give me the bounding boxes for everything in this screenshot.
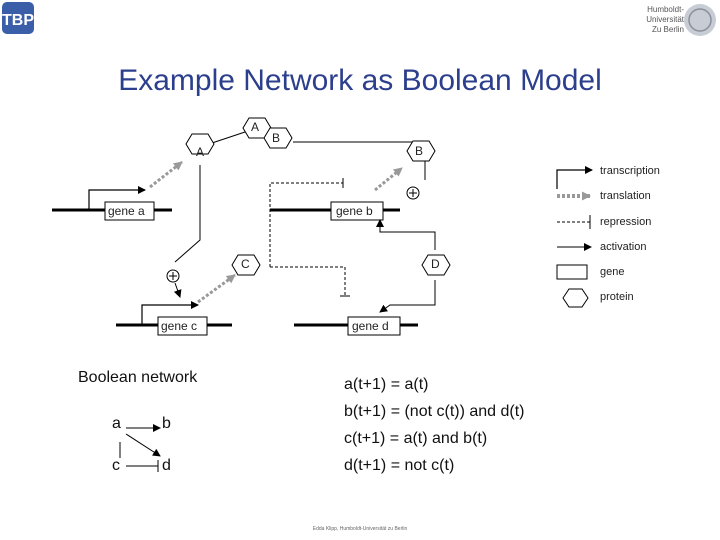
- university-name: Humboldt- Universität Zu Berlin: [646, 5, 684, 34]
- transcription-arrows: [88, 186, 199, 325]
- protein-c-label: C: [241, 257, 250, 271]
- legend-repression: repression: [600, 216, 652, 228]
- equation-d: d(t+1) = not c(t): [344, 457, 455, 474]
- protein-hexagons: [185, 117, 451, 276]
- bn-node-d: d: [162, 457, 171, 474]
- legend-translation: translation: [600, 190, 651, 202]
- svg-text:TBP: TBP: [2, 12, 34, 29]
- equation-a: a(t+1) = a(t): [344, 376, 429, 393]
- gene-boxes: [104, 201, 401, 336]
- footer-credit: Edda Klipp, Humboldt-Universität zu Berl…: [312, 526, 408, 532]
- legend-gene: gene: [600, 266, 625, 278]
- interaction-lines: [173, 131, 436, 313]
- bn-node-b: b: [162, 415, 171, 432]
- protein-b-top-label: B: [272, 131, 281, 145]
- protein-a-top-label: A: [251, 120, 260, 134]
- protein-a-left-label: A: [196, 145, 205, 159]
- page-title: Example Network as Boolean Model: [118, 64, 602, 97]
- protein-b-right-label: B: [415, 144, 424, 158]
- gene-b-label: gene b: [336, 204, 373, 218]
- gene-a-label: gene a: [108, 204, 145, 218]
- boolean-network-edges: [119, 424, 161, 472]
- legend-activation: activation: [600, 241, 647, 253]
- equation-b: b(t+1) = (not c(t)) and d(t): [344, 403, 525, 420]
- university-seal-icon: [684, 4, 716, 36]
- legend-transcription: transcription: [600, 165, 660, 177]
- legend-protein: protein: [600, 291, 634, 303]
- boolean-network-title: Boolean network: [78, 369, 198, 386]
- protein-d-label: D: [431, 257, 440, 271]
- gene-d-label: gene d: [352, 319, 389, 333]
- bn-node-c: c: [112, 457, 120, 474]
- bn-node-a: a: [112, 415, 121, 432]
- activation-symbols: [166, 186, 420, 283]
- tbp-logo-icon: TBP: [2, 2, 34, 34]
- equation-c: c(t+1) = a(t) and b(t): [344, 430, 488, 447]
- gene-c-label: gene c: [161, 319, 198, 333]
- translation-arrows: [149, 160, 403, 304]
- legend-symbols: [556, 166, 593, 308]
